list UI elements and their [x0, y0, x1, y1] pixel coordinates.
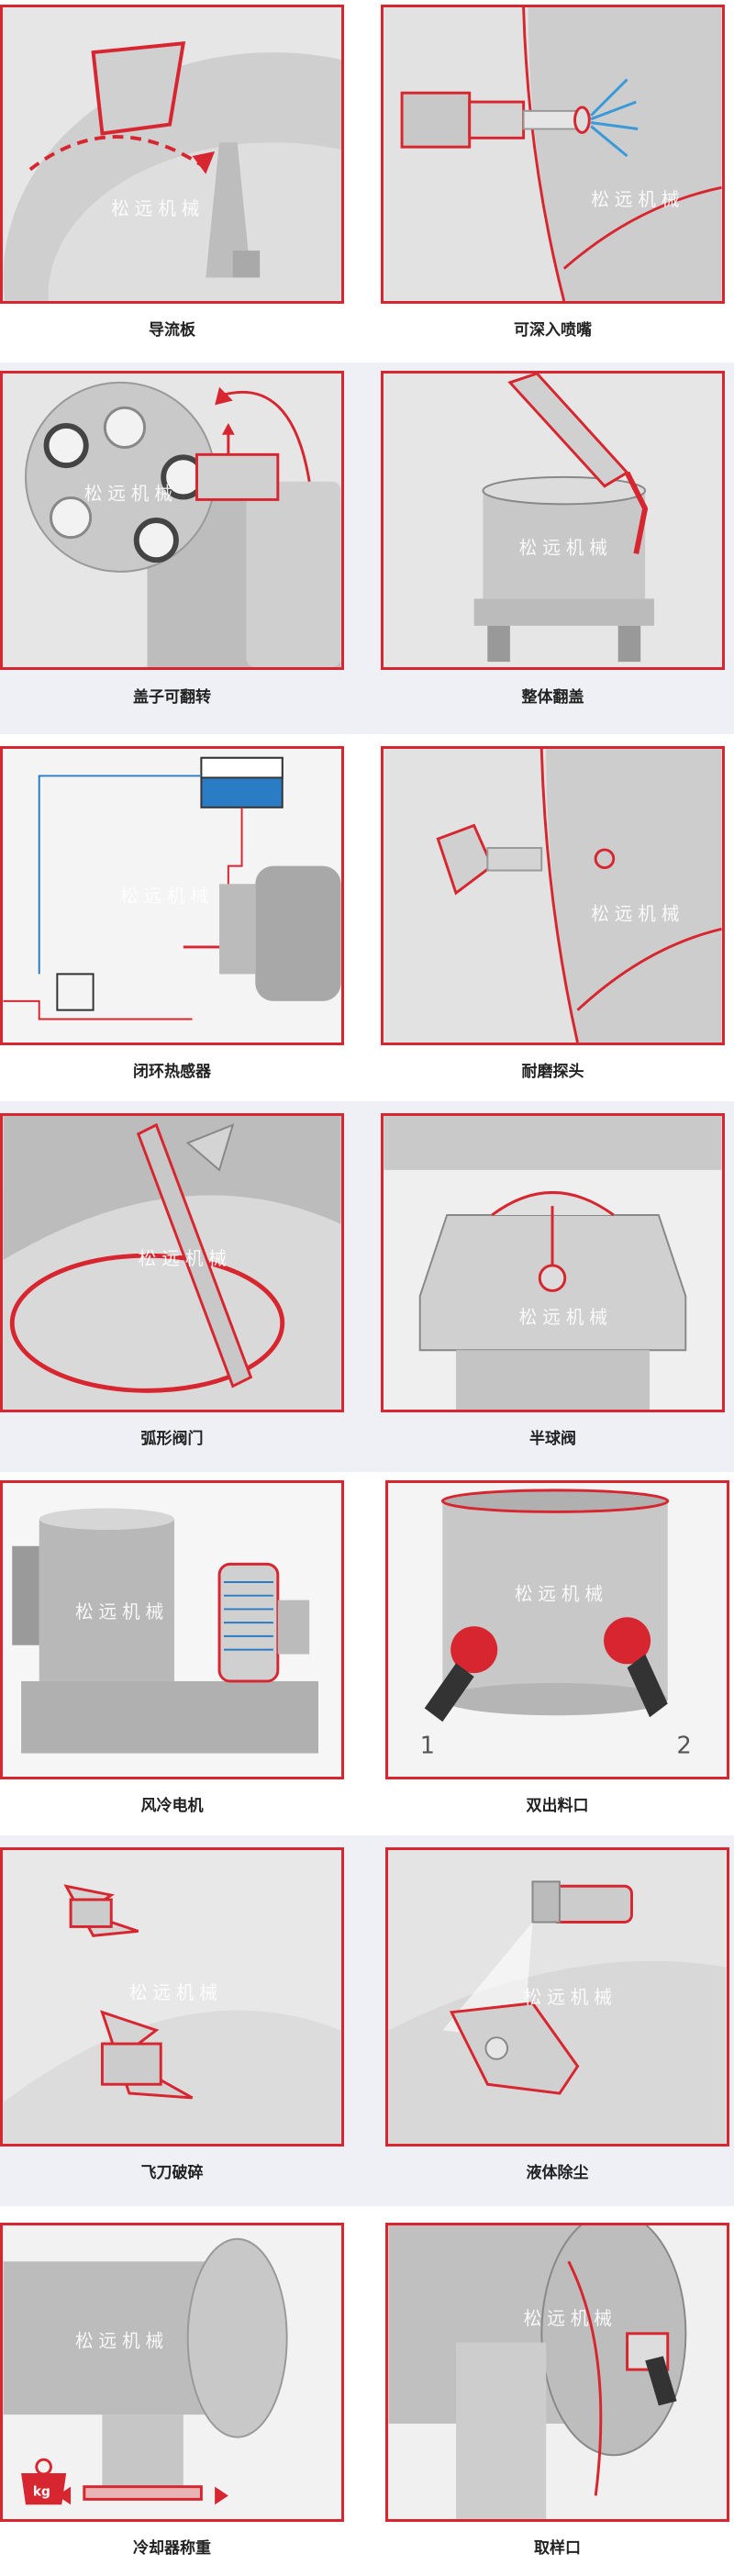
feature-card-deflector: 松远机械	[0, 5, 344, 304]
watermark: 松远机械	[139, 1248, 232, 1269]
blade-illustration: 松远机械	[3, 1850, 341, 2144]
watermark: 松远机械	[519, 1307, 613, 1328]
probe-illustration: 松远机械	[384, 749, 722, 1043]
outlet-marker: 2	[677, 1732, 692, 1759]
feature-label: 弧形阀门	[140, 1430, 204, 1448]
watermark: 松远机械	[591, 189, 684, 210]
feature-card-lid-open: 松远机械	[381, 371, 725, 670]
feature-label: 半球阀	[529, 1430, 576, 1448]
watermark: 松远机械	[519, 537, 613, 558]
feature-card-dual-outlet: 1 2 松远机械	[385, 1480, 729, 1779]
watermark: 松远机械	[75, 1601, 169, 1623]
outlet-marker: 1	[420, 1732, 435, 1759]
sampling-illustration: 松远机械	[388, 2225, 727, 2519]
feature-label: 导流板	[149, 321, 195, 340]
weight-icon: kg	[33, 2484, 50, 2499]
feature-card-nozzle: 松远机械	[381, 5, 725, 304]
dust-removal-illustration: 松远机械	[388, 1850, 727, 2144]
watermark: 松远机械	[75, 2331, 169, 2352]
feature-label: 整体翻盖	[521, 688, 584, 707]
watermark: 松远机械	[524, 1987, 617, 2008]
watermark: 松远机械	[84, 483, 178, 504]
watermark: 松远机械	[515, 1584, 608, 1605]
arc-valve-illustration: 松远机械	[3, 1116, 341, 1410]
feature-label: 取样口	[534, 2539, 581, 2558]
watermark: 松远机械	[524, 2308, 617, 2329]
feature-card-cooler-weighing: kg 松远机械	[0, 2223, 344, 2522]
dual-outlet-illustration: 1 2 松远机械	[388, 1483, 727, 1777]
watermark: 松远机械	[129, 1982, 223, 2003]
feature-card-dust-removal: 松远机械	[385, 1847, 729, 2147]
deflector-illustration: 松远机械	[3, 7, 341, 301]
feature-card-probe: 松远机械	[381, 746, 725, 1045]
feature-label: 双出料口	[526, 1797, 589, 1815]
feature-card-sampling: 松远机械	[385, 2223, 729, 2522]
feature-label: 液体除尘	[526, 2164, 589, 2182]
feature-label: 风冷电机	[140, 1797, 204, 1815]
feature-label: 盖子可翻转	[133, 688, 211, 707]
feature-card-thermal: 松远机械	[0, 746, 344, 1045]
thermal-illustration: 松远机械	[3, 749, 341, 1043]
air-motor-illustration: 松远机械	[3, 1483, 341, 1777]
hemisphere-valve-illustration: 松远机械	[384, 1116, 722, 1410]
feature-card-blade: 松远机械	[0, 1847, 344, 2147]
feature-card-flip-cover: 松远机械	[0, 371, 344, 670]
nozzle-illustration: 松远机械	[384, 7, 722, 301]
watermark: 松远机械	[120, 886, 214, 907]
cooler-weighing-illustration: kg 松远机械	[3, 2225, 341, 2519]
feature-card-arc-valve: 松远机械	[0, 1113, 344, 1412]
feature-label: 可深入喷嘴	[514, 321, 592, 340]
flip-cover-illustration: 松远机械	[3, 374, 341, 667]
feature-card-hemisphere-valve: 松远机械	[381, 1113, 725, 1412]
feature-label: 冷却器称重	[133, 2539, 211, 2558]
feature-card-air-motor: 松远机械	[0, 1480, 344, 1779]
feature-label: 飞刀破碎	[140, 2164, 204, 2182]
lid-open-illustration: 松远机械	[384, 374, 722, 667]
feature-label: 耐磨探头	[521, 1063, 584, 1081]
watermark: 松远机械	[591, 904, 684, 925]
watermark: 松远机械	[111, 198, 205, 219]
feature-label: 闭环热感器	[133, 1063, 211, 1081]
